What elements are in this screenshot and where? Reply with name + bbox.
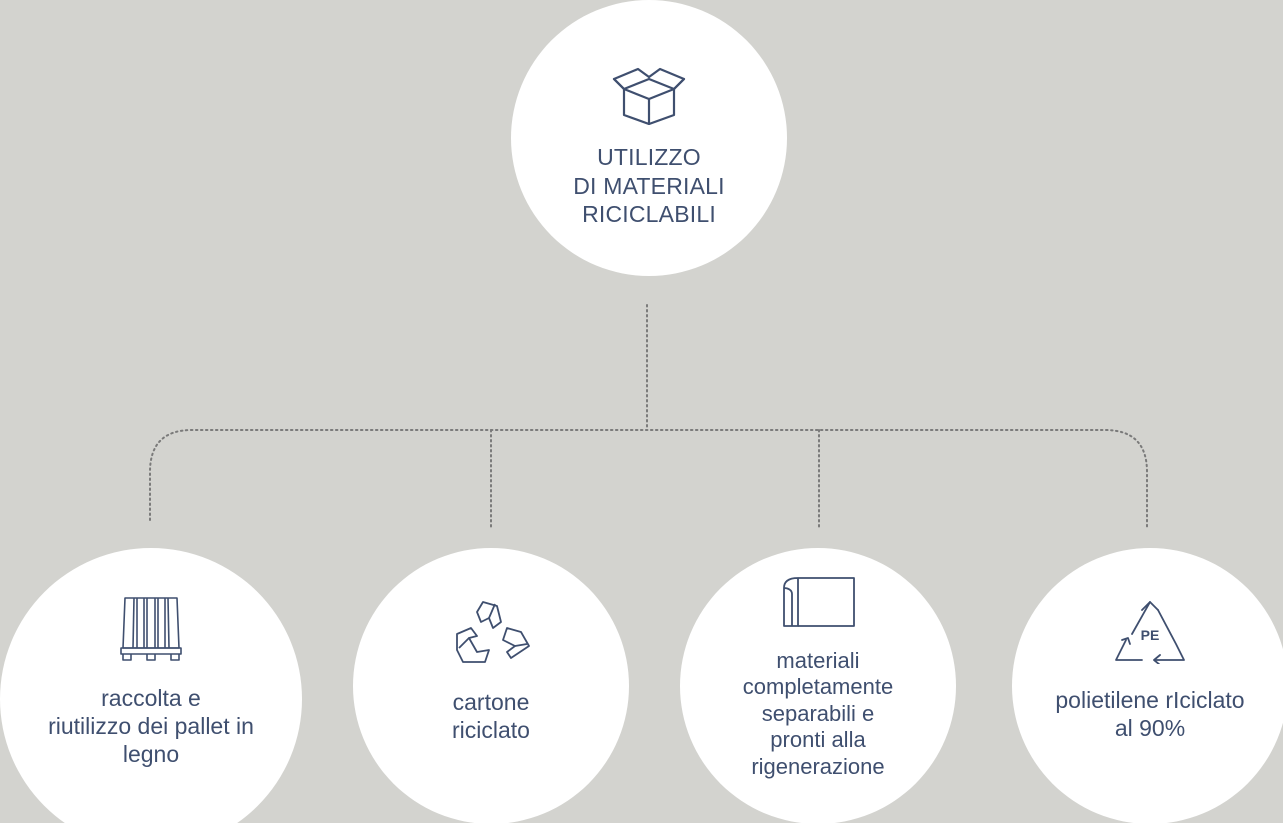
node-pallet-label: raccolta e riutilizzo dei pallet in legn… [48, 684, 254, 768]
paper-roll-icon [778, 574, 858, 630]
pe-icon-text: PE [1141, 627, 1160, 643]
open-box-icon [610, 61, 688, 126]
pe-recycle-icon: PE [1112, 600, 1188, 664]
node-separable: materiali completamente separabili e pro… [680, 548, 956, 823]
node-pallet: raccolta e riutilizzo dei pallet in legn… [0, 548, 302, 823]
node-cardboard-label: cartone riciclato [452, 688, 530, 743]
node-polyethylene-label: polietilene rIciclato al 90% [1055, 686, 1245, 741]
recycle-icon [449, 600, 533, 668]
node-separable-label: materiali completamente separabili e pro… [742, 648, 894, 779]
node-cardboard: cartone riciclato [353, 548, 629, 823]
connector-horizontal-bar [149, 429, 1148, 529]
node-polyethylene: PE polietilene rIciclato al 90% [1012, 548, 1283, 823]
root-node: UTILIZZO DI MATERIALI RICICLABILI [511, 0, 787, 276]
root-label: UTILIZZO DI MATERIALI RICICLABILI [573, 144, 725, 228]
pallet-icon [119, 596, 183, 662]
